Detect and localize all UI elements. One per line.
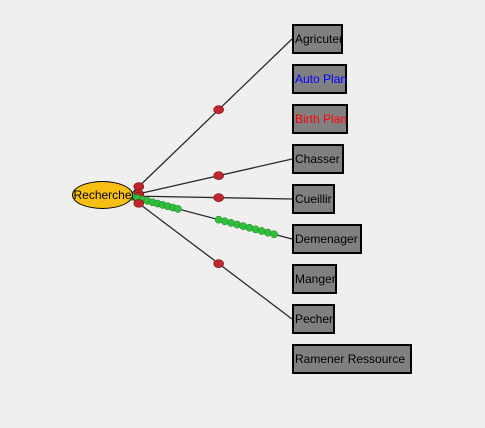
- edge-marker-agriculter-0: [133, 182, 145, 191]
- edge-marker-chasser-1: [213, 171, 224, 180]
- edge-chasser: [128, 158, 293, 197]
- node-chasser[interactable]: Chasser: [292, 144, 344, 174]
- node-auto-plan[interactable]: Auto Plan: [292, 64, 347, 94]
- node-agriculter[interactable]: Agricuter: [292, 24, 343, 54]
- node-label-auto-plan: Auto Plan: [295, 72, 348, 86]
- edge-agriculter: [128, 38, 293, 197]
- root-node-label: Recherche: [73, 188, 132, 202]
- edge-marker-cueillir-1: [213, 193, 224, 202]
- edge-marker-demenager-0-9: [174, 205, 182, 213]
- node-label-ramener-ressource: Ramener Ressource: [295, 352, 406, 366]
- node-birth-plan[interactable]: Birth Plan: [292, 104, 348, 134]
- node-label-pecher: Pecher: [295, 312, 334, 326]
- edge-marker-agriculter-1: [213, 105, 224, 114]
- node-label-agriculter: Agricuter: [295, 32, 344, 46]
- edge-pecher: [128, 195, 293, 320]
- node-demenager[interactable]: Demenager: [292, 224, 362, 254]
- edge-cueillir: [128, 195, 293, 200]
- node-label-demenager: Demenager: [295, 232, 358, 246]
- edge-marker-pecher-0: [133, 199, 145, 208]
- root-node-recherche[interactable]: Recherche: [72, 181, 133, 209]
- node-label-cueillir: Cueillir: [295, 192, 332, 206]
- node-label-manger: Manger: [295, 272, 336, 286]
- edge-marker-pecher-1: [213, 259, 224, 268]
- node-pecher[interactable]: Pecher: [292, 304, 335, 334]
- node-label-birth-plan: Birth Plan: [295, 112, 348, 126]
- node-label-chasser: Chasser: [295, 152, 340, 166]
- node-manger[interactable]: Manger: [292, 264, 337, 294]
- node-ramener-ressource[interactable]: Ramener Ressource: [292, 344, 412, 374]
- edge-marker-demenager-1-9: [270, 230, 278, 239]
- node-cueillir[interactable]: Cueillir: [292, 184, 335, 214]
